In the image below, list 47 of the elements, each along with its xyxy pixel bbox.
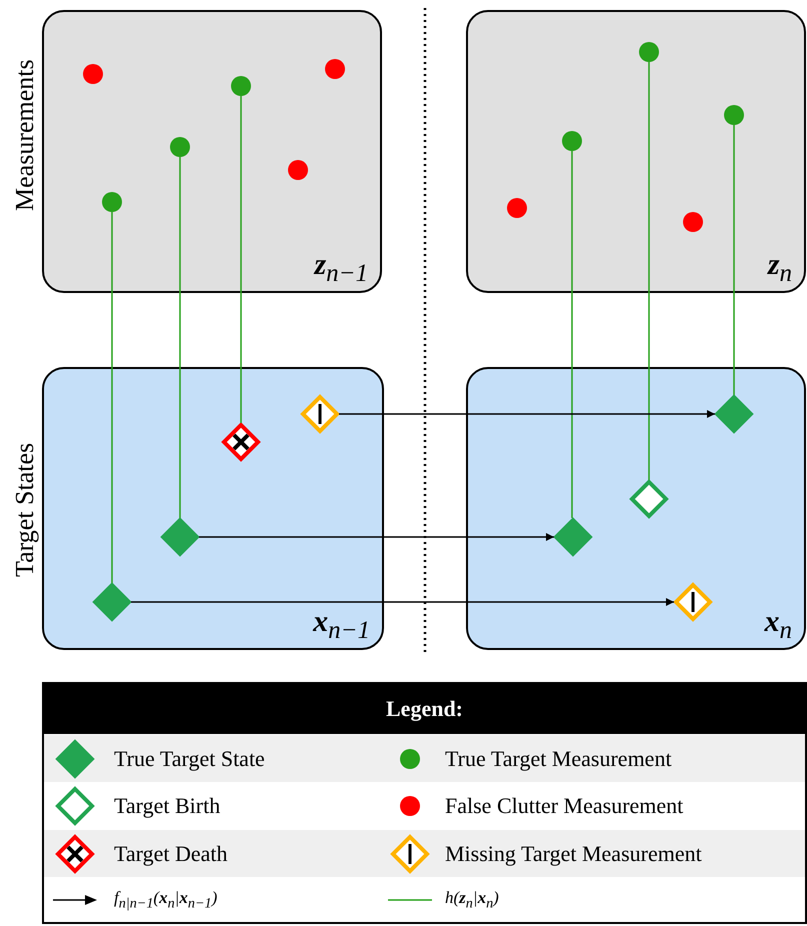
axis-label: Measurements xyxy=(10,58,40,213)
measurement-dot xyxy=(102,192,122,212)
connector-line xyxy=(240,96,242,423)
measurement-dot xyxy=(683,212,703,232)
legend-text: Target Death xyxy=(114,843,228,865)
legend-text: h(z$_{n}$|x$_{n}$) xyxy=(445,889,499,911)
legend-text: False Clutter Measurement xyxy=(445,795,684,817)
measurement-dot xyxy=(231,76,251,96)
connector-line xyxy=(179,157,181,518)
state-panel xyxy=(42,367,384,650)
measurement-dot xyxy=(170,137,190,157)
target-diamond xyxy=(714,394,754,434)
arrow xyxy=(199,533,554,541)
measurement-dot xyxy=(325,59,345,79)
legend-text: Target Birth xyxy=(114,795,220,817)
target-diamond xyxy=(553,517,593,557)
target-diamond xyxy=(92,582,132,622)
connector-line xyxy=(571,151,573,518)
measurement-dot xyxy=(639,42,659,62)
math-label: z$_{n}$ xyxy=(768,248,792,287)
state-panel xyxy=(466,367,806,650)
target-diamond xyxy=(160,517,200,557)
math-label: x$_{n}$ xyxy=(764,604,792,644)
measurement-panel xyxy=(42,10,382,293)
target-diamond xyxy=(221,422,261,462)
connector-line xyxy=(111,212,113,583)
legend-text: True Target Measurement xyxy=(445,748,672,770)
measurement-dot xyxy=(562,131,582,151)
target-diamond xyxy=(629,479,669,519)
target-diamond xyxy=(673,582,713,622)
legend-text: Missing Target Measurement xyxy=(445,843,702,865)
target-diamond xyxy=(300,394,340,434)
legend-text: True Target State xyxy=(114,748,265,770)
legend-text: f$_{n|n−1}$(x$_{n}$|x$_{n−1}$) xyxy=(114,889,218,911)
measurement-dot xyxy=(288,160,308,180)
math-label: x$_{n−1}$ xyxy=(313,604,370,644)
math-label: z$_{n−1}$ xyxy=(314,248,368,287)
connector-line xyxy=(648,62,650,480)
connector-line xyxy=(733,125,735,395)
measurement-dot xyxy=(83,64,103,84)
arrow xyxy=(339,410,715,418)
arrow xyxy=(131,598,674,606)
axis-label: Target States xyxy=(10,442,40,580)
legend-header: Legend: xyxy=(44,684,805,734)
measurement-dot xyxy=(724,105,744,125)
measurement-panel xyxy=(466,10,806,293)
measurement-dot xyxy=(507,198,527,218)
